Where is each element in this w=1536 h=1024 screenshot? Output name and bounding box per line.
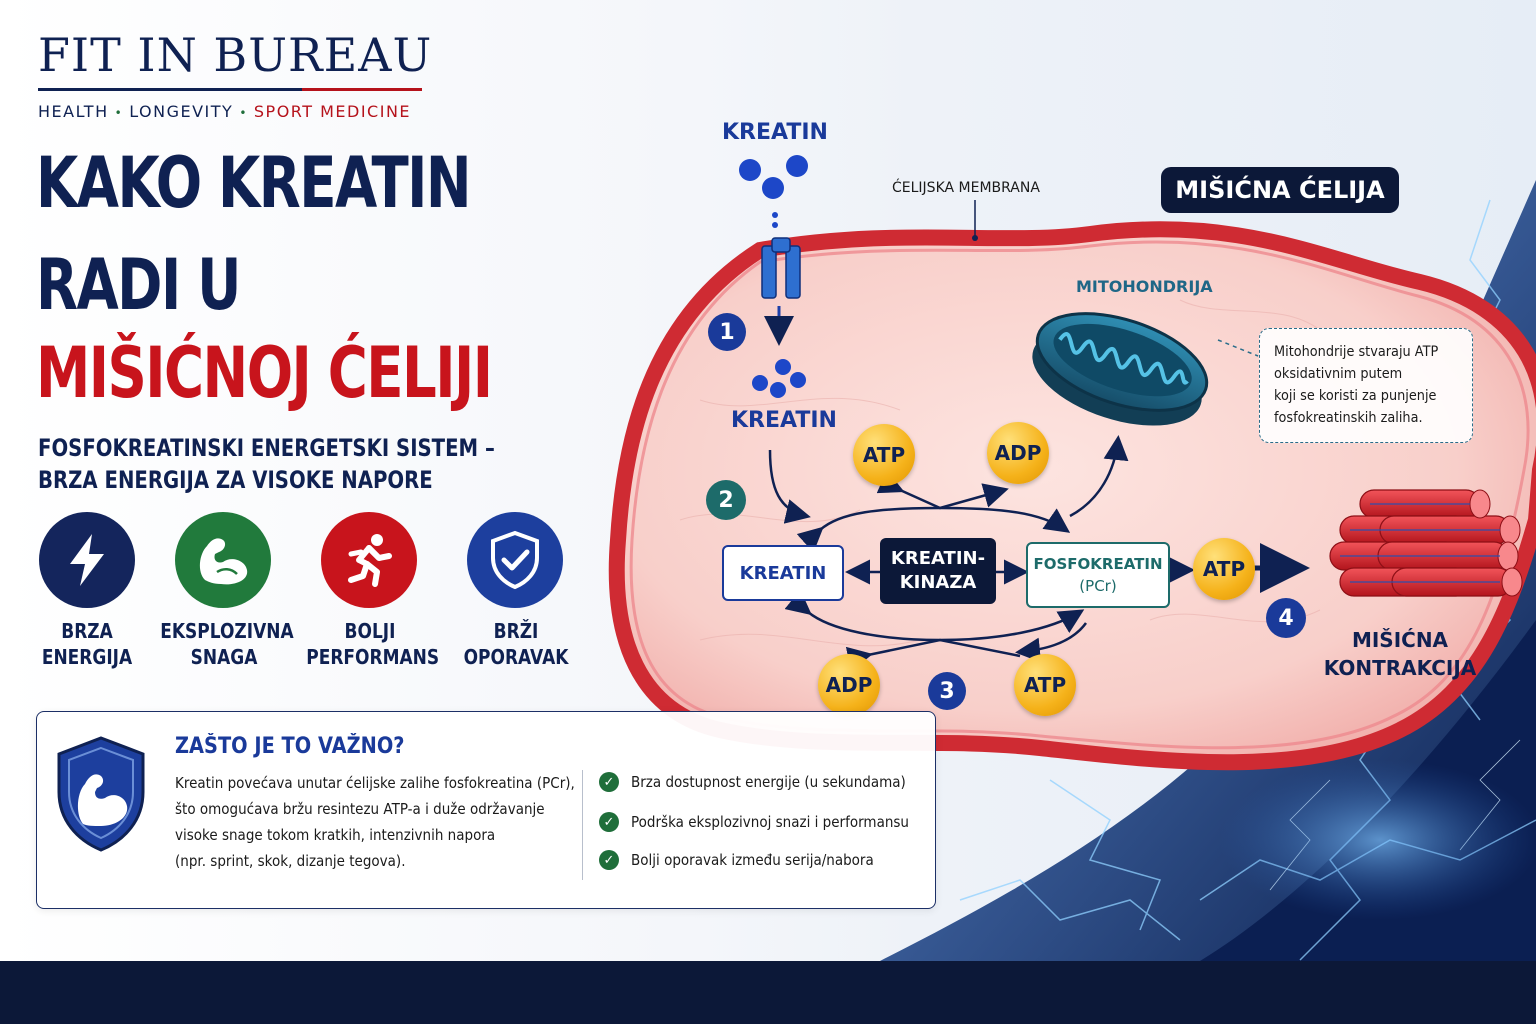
- shield-arm-icon: [57, 736, 145, 852]
- creatine-molecules-top-icon: [739, 155, 808, 228]
- step-2-badge: 2: [706, 480, 746, 520]
- checkmark-icon: ✓: [599, 850, 619, 870]
- runner-icon: [321, 512, 417, 608]
- creatine-kinase-box: KREATIN-KINAZA: [880, 538, 996, 604]
- muscle-fiber-bundle-icon: [1329, 489, 1523, 597]
- step-3-badge: 3: [928, 672, 966, 710]
- footer-bar: [0, 961, 1536, 1024]
- headline-line-3: MIŠIĆNOJ ĆELIJI: [36, 332, 493, 414]
- atp-molecule-right: ATP: [1193, 538, 1255, 600]
- check-item: ✓ Bolji oporavak između serija/nabora: [599, 848, 901, 872]
- subheadline: FOSFOKREATINSKI ENERGETSKI SISTEM – BRZA…: [38, 432, 495, 496]
- shield-check-icon: [467, 512, 563, 608]
- step-4-badge: 4: [1266, 598, 1306, 638]
- why-it-matters-title: ZAŠTO JE TO VAŽNO?: [175, 734, 405, 759]
- atp-molecule-top: ATP: [853, 424, 915, 486]
- creatine-inside-label: KREATIN: [731, 408, 837, 433]
- why-it-matters-text: Kreatin povećava unutar ćelijske zalihe …: [175, 774, 575, 870]
- atp-molecule-bottom: ATP: [1014, 654, 1076, 716]
- flexed-arm-icon: [175, 512, 271, 608]
- brand-tagline: HEALTH • LONGEVITY • SPORT MEDICINE: [38, 102, 411, 121]
- subheadline-line-2: BRZA ENERGIJA ZA VISOKE NAPORE: [38, 466, 433, 494]
- step-1-badge: 1: [708, 313, 746, 351]
- lightning-icon: [39, 512, 135, 608]
- muscle-cell-label: MIŠIĆNA ĆELIJA: [1161, 167, 1399, 213]
- adp-molecule-top: ADP: [987, 422, 1049, 484]
- mitochondrion-icon: [1032, 312, 1209, 426]
- headline-line-1: KAKO KREATIN: [36, 142, 472, 224]
- checkmark-icon: ✓: [599, 772, 619, 792]
- info-divider: [582, 770, 583, 880]
- mitochondria-label: MITOHONDRIJA: [1076, 277, 1213, 296]
- checkmark-icon: ✓: [599, 812, 619, 832]
- tagline-separator: •: [239, 106, 248, 120]
- creatine-top-label: KREATIN: [722, 120, 828, 145]
- check-item: ✓ Brza dostupnost energije (u sekundama): [599, 770, 936, 794]
- check-item: ✓ Podrška eksplozivnoj snazi i performan…: [599, 810, 940, 834]
- tagline-separator: •: [114, 106, 124, 120]
- mitochondria-note: Mitohondrije stvaraju ATP oksidativnim p…: [1259, 328, 1473, 443]
- headline-line-2: RADI U: [36, 244, 241, 326]
- adp-molecule-bottom: ADP: [818, 654, 880, 716]
- subheadline-line-1: FOSFOKREATINSKI ENERGETSKI SISTEM –: [38, 434, 495, 462]
- why-it-matters-panel: ZAŠTO JE TO VAŽNO? Kreatin povećava unut…: [36, 711, 936, 909]
- mitochondria-note-text: Mitohondrije stvaraju ATP oksidativnim p…: [1274, 344, 1439, 426]
- brand-title: FIT IN BUREAU: [38, 28, 433, 82]
- tagline-health: HEALTH: [38, 102, 109, 121]
- phosphocreatine-box: FOSFOKREATIN(PCr): [1026, 542, 1170, 608]
- creatine-box: KREATIN: [722, 545, 844, 601]
- creatine-transporter-icon: [761, 237, 801, 299]
- tagline-longevity: LONGEVITY: [129, 102, 234, 121]
- tagline-sport-medicine: SPORT MEDICINE: [253, 102, 412, 121]
- brand-divider: [38, 88, 422, 91]
- creatine-molecules-inside-icon: [752, 359, 806, 398]
- membrane-label: ĆELIJSKA MEMBRANA: [892, 180, 1040, 196]
